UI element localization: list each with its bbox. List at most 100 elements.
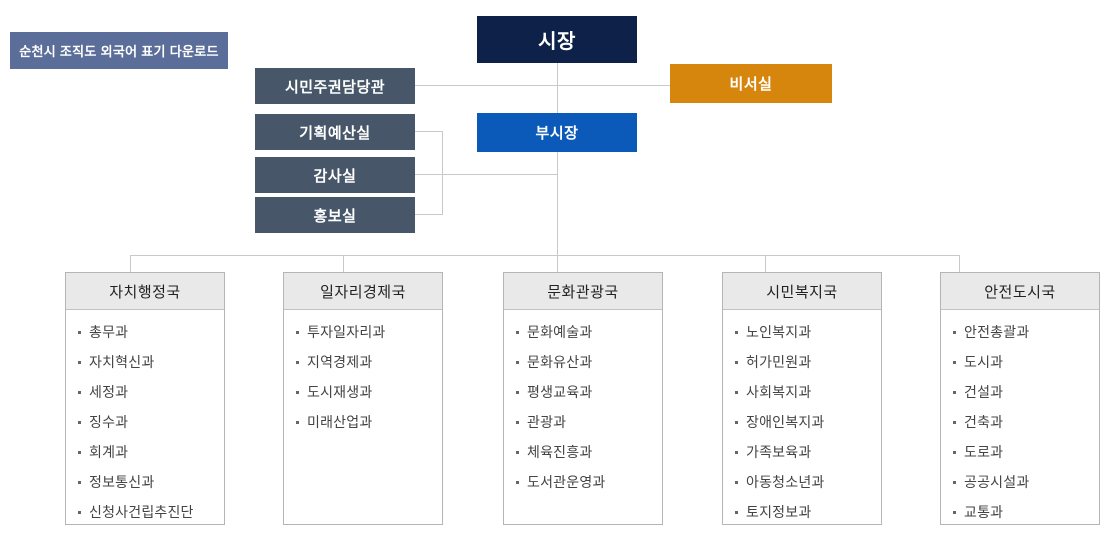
list-item: 노인복지과 xyxy=(735,317,877,347)
bullet-icon xyxy=(735,330,738,334)
bullet-icon xyxy=(953,480,956,484)
list-item: 교통과 xyxy=(953,497,1095,527)
connector-line-dept1-stub xyxy=(130,255,131,272)
connector-line-dept5-stub xyxy=(959,255,960,272)
division-label: 아동청소년과 xyxy=(746,474,825,490)
list-item: 도시재생과 xyxy=(296,377,438,407)
bullet-icon xyxy=(735,480,738,484)
bullet-icon xyxy=(953,360,956,364)
bullet-icon xyxy=(296,330,299,334)
bullet-icon xyxy=(735,360,738,364)
division-label: 가족보육과 xyxy=(746,444,812,460)
connector-line-pr-stub xyxy=(415,214,442,215)
list-item: 토지정보과 xyxy=(735,497,877,527)
division-label: 도시재생과 xyxy=(307,384,373,400)
staff-office-box-planning-budget: 기획예산실 xyxy=(255,114,415,150)
connector-line-bracket-vertical xyxy=(442,131,443,215)
staff-office-box-public-relations: 홍보실 xyxy=(255,197,415,233)
division-label: 평생교육과 xyxy=(527,384,593,400)
list-item: 문화유산과 xyxy=(516,347,658,377)
bullet-icon xyxy=(78,420,81,424)
list-item: 도로과 xyxy=(953,437,1095,467)
list-item: 징수과 xyxy=(78,407,220,437)
list-item: 체육진흥과 xyxy=(516,437,658,467)
department-division-list: 투자일자리과 지역경제과 도시재생과 미래산업과 xyxy=(284,310,442,437)
staff-office-box-audit: 감사실 xyxy=(255,157,415,193)
bullet-icon xyxy=(516,420,519,424)
division-label: 미래산업과 xyxy=(307,414,373,430)
bullet-icon xyxy=(78,480,81,484)
department-division-list: 안전총괄과 도시과 건설과 건축과 도로과 공공시설과 교통과 xyxy=(941,310,1099,527)
division-label: 도로과 xyxy=(964,444,1004,460)
connector-line-audit-horizontal xyxy=(415,174,557,175)
division-label: 투자일자리과 xyxy=(307,324,386,340)
bullet-icon xyxy=(953,420,956,424)
division-label: 안전총괄과 xyxy=(964,324,1030,340)
department-box: 시민복지국 노인복지과 허가민원과 사회복지과 장애인복지과 가족보육과 아동청… xyxy=(722,272,882,525)
list-item: 사회복지과 xyxy=(735,377,877,407)
connector-line-dept4-stub xyxy=(765,255,766,272)
division-label: 세정과 xyxy=(89,384,129,400)
bullet-icon xyxy=(516,360,519,364)
division-label: 교통과 xyxy=(964,504,1004,520)
list-item: 세정과 xyxy=(78,377,220,407)
list-item: 아동청소년과 xyxy=(735,467,877,497)
bullet-icon xyxy=(78,510,81,514)
department-box: 일자리경제국 투자일자리과 지역경제과 도시재생과 미래산업과 xyxy=(283,272,443,525)
division-label: 공공시설과 xyxy=(964,474,1030,490)
department-division-list: 문화예술과 문화유산과 평생교육과 관광과 체육진흥과 도서관운영과 xyxy=(504,310,662,497)
staff-office-box-citizen-sovereignty: 시민주권담당관 xyxy=(255,68,415,104)
division-label: 건축과 xyxy=(964,414,1004,430)
connector-line-distribution xyxy=(130,255,960,256)
bullet-icon xyxy=(78,330,81,334)
connector-line-vice-mayor-vertical xyxy=(557,152,558,272)
department-title: 일자리경제국 xyxy=(284,273,442,310)
bullet-icon xyxy=(516,480,519,484)
list-item: 장애인복지과 xyxy=(735,407,877,437)
list-item: 안전총괄과 xyxy=(953,317,1095,347)
division-label: 회계과 xyxy=(89,444,129,460)
list-item: 관광과 xyxy=(516,407,658,437)
secretary-office-box: 비서실 xyxy=(670,64,832,103)
list-item: 신청사건립추진단 xyxy=(78,497,220,527)
division-label: 도시과 xyxy=(964,354,1004,370)
division-label: 문화예술과 xyxy=(527,324,593,340)
bullet-icon xyxy=(735,420,738,424)
mayor-box: 시장 xyxy=(477,16,637,63)
division-label: 도서관운영과 xyxy=(527,474,606,490)
bullet-icon xyxy=(78,450,81,454)
list-item: 자치혁신과 xyxy=(78,347,220,377)
list-item: 평생교육과 xyxy=(516,377,658,407)
bullet-icon xyxy=(953,450,956,454)
department-box: 문화관광국 문화예술과 문화유산과 평생교육과 관광과 체육진흥과 도서관운영과 xyxy=(503,272,663,525)
department-box: 자치행정국 총무과 자치혁신과 세정과 징수과 회계과 정보통신과 신청사건립추… xyxy=(65,272,225,525)
division-label: 신청사건립추진단 xyxy=(89,504,194,520)
vice-mayor-box: 부시장 xyxy=(477,113,637,152)
bullet-icon xyxy=(296,360,299,364)
bullet-icon xyxy=(296,390,299,394)
bullet-icon xyxy=(953,510,956,514)
bullet-icon xyxy=(735,510,738,514)
division-label: 사회복지과 xyxy=(746,384,812,400)
division-label: 노인복지과 xyxy=(746,324,812,340)
bullet-icon xyxy=(735,450,738,454)
division-label: 장애인복지과 xyxy=(746,414,825,430)
connector-line-mayor-vertical xyxy=(557,63,558,113)
division-label: 징수과 xyxy=(89,414,129,430)
bullet-icon xyxy=(953,330,956,334)
list-item: 도서관운영과 xyxy=(516,467,658,497)
department-division-list: 총무과 자치혁신과 세정과 징수과 회계과 정보통신과 신청사건립추진단 xyxy=(66,310,224,527)
department-title: 문화관광국 xyxy=(504,273,662,310)
division-label: 체육진흥과 xyxy=(527,444,593,460)
connector-line-dept2-stub xyxy=(343,255,344,272)
bullet-icon xyxy=(516,450,519,454)
department-box: 안전도시국 안전총괄과 도시과 건설과 건축과 도로과 공공시설과 교통과 xyxy=(940,272,1100,525)
list-item: 회계과 xyxy=(78,437,220,467)
download-button[interactable]: 순천시 조직도 외국어 표기 다운로드 xyxy=(10,32,228,69)
division-label: 관광과 xyxy=(527,414,567,430)
bullet-icon xyxy=(296,420,299,424)
bullet-icon xyxy=(516,330,519,334)
department-division-list: 노인복지과 허가민원과 사회복지과 장애인복지과 가족보육과 아동청소년과 토지… xyxy=(723,310,881,527)
list-item: 공공시설과 xyxy=(953,467,1095,497)
